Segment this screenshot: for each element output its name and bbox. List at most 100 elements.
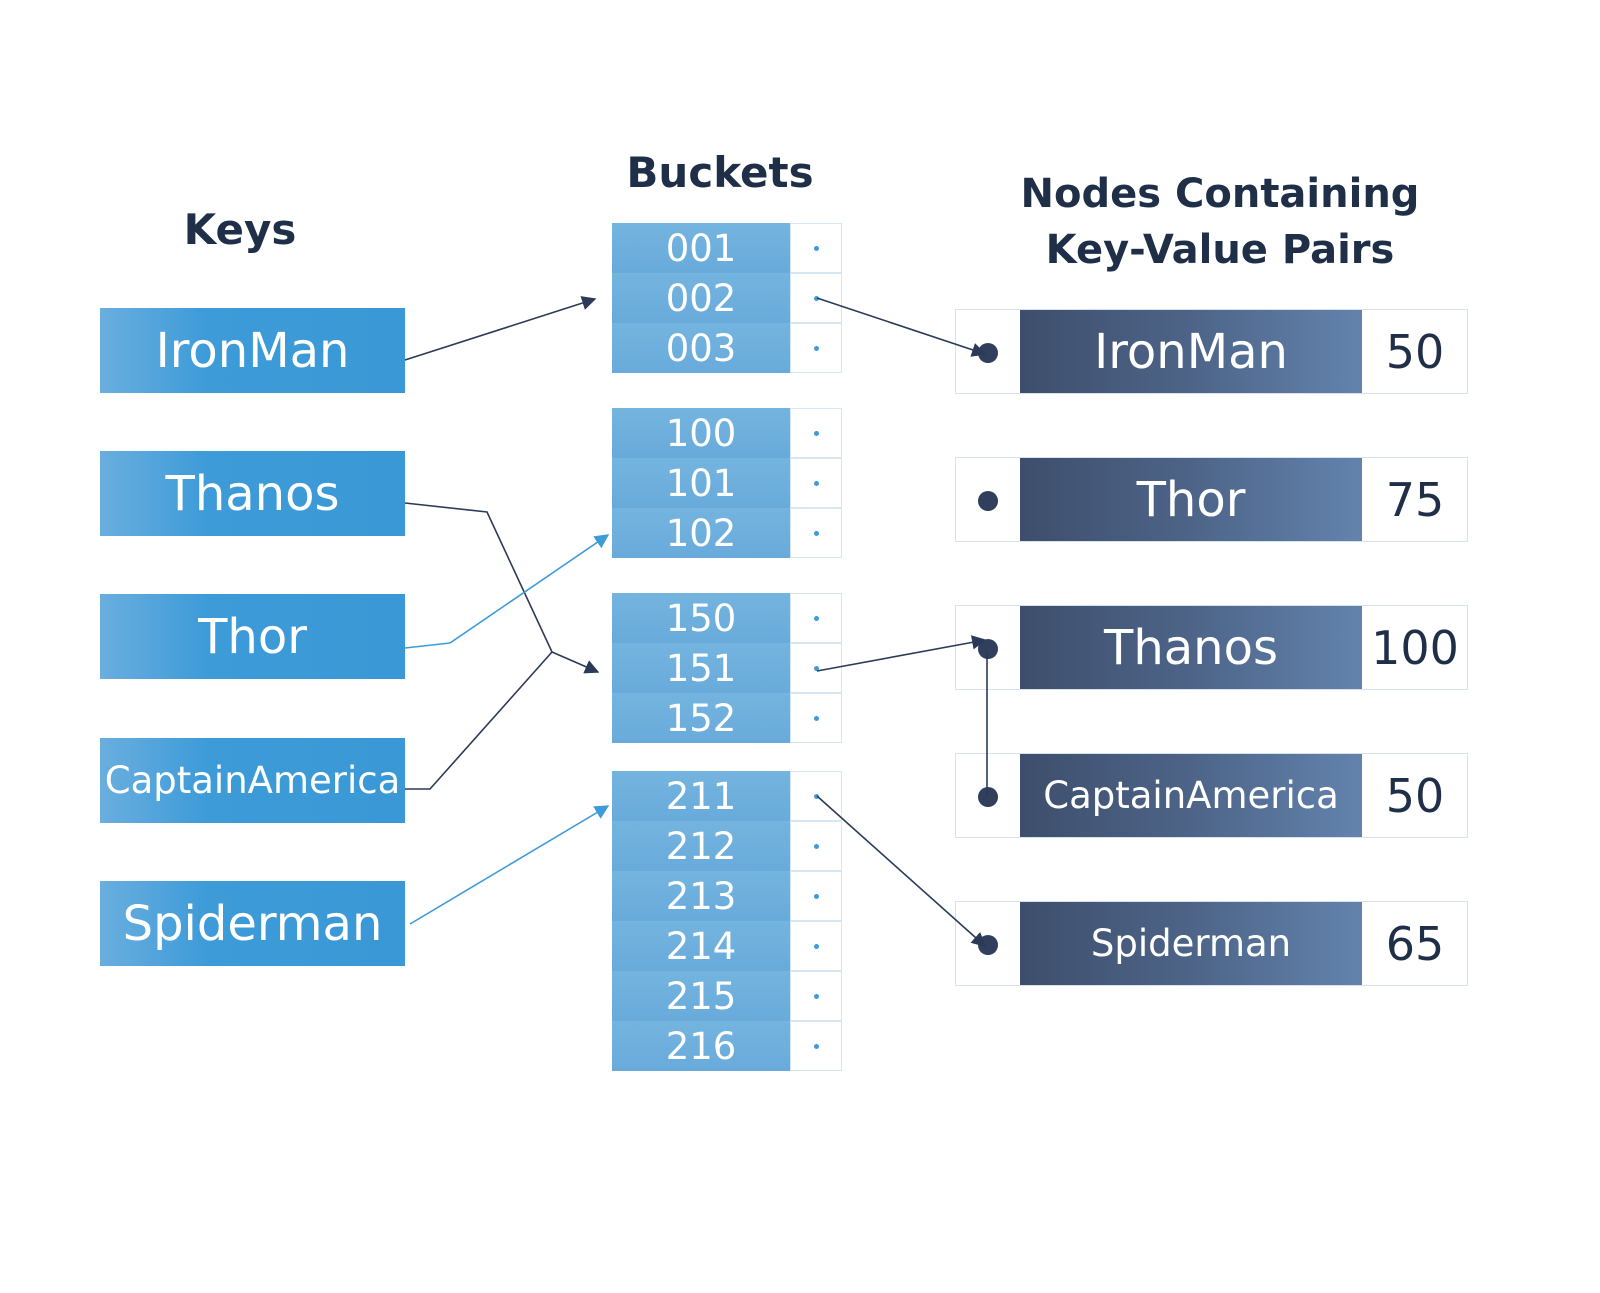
pointer-dot-icon <box>814 531 819 536</box>
bucket-index: 214 <box>612 921 790 971</box>
bucket-pointer-cell <box>790 693 842 743</box>
bucket-index: 215 <box>612 971 790 1021</box>
bucket-pointer-cell <box>790 408 842 458</box>
link-ironman-to-bucket <box>404 296 597 361</box>
pointer-dot-icon <box>814 346 819 351</box>
bucket-pointer-cell <box>790 273 842 323</box>
bucket-pointer-cell <box>790 508 842 558</box>
link-spiderman-to-bucket <box>409 805 610 925</box>
bucket-pointer-cell <box>790 971 842 1021</box>
pointer-dot-icon <box>814 481 819 486</box>
bucket-row: 216 <box>612 1021 842 1071</box>
bucket-index: 102 <box>612 508 790 558</box>
node-value: 100 <box>1371 620 1459 675</box>
bucket-group-4: 211 212 213 214 215 216 <box>612 771 842 1071</box>
bucket-pointer-cell <box>790 921 842 971</box>
bucket-row: 211 <box>612 771 842 821</box>
pointer-dot-icon <box>814 431 819 436</box>
bucket-index: 001 <box>612 223 790 273</box>
bucket-pointer-cell <box>790 871 842 921</box>
pointer-dot-icon <box>814 716 819 721</box>
pointer-dot-icon <box>814 1044 819 1049</box>
bucket-index: 002 <box>612 273 790 323</box>
node-spiderman: Spiderman 65 <box>955 901 1468 986</box>
pointer-dot-icon <box>814 844 819 849</box>
pointer-dot-icon <box>814 944 819 949</box>
bucket-pointer-cell <box>790 643 842 693</box>
node-pointer-dot-icon <box>978 787 998 807</box>
bucket-pointer-cell <box>790 458 842 508</box>
bucket-pointer-cell <box>790 223 842 273</box>
node-pointer-dot-icon <box>978 935 998 955</box>
pointer-dot-icon <box>814 246 819 251</box>
keys-heading: Keys <box>183 205 297 254</box>
bucket-row: 212 <box>612 821 842 871</box>
bucket-row: 152 <box>612 693 842 743</box>
nodes-heading-line1: Nodes Containing <box>1020 171 1420 217</box>
node-captainamerica: CaptainAmerica 50 <box>955 753 1468 838</box>
node-key: Spiderman <box>1020 902 1362 985</box>
bucket-group-3: 150 151 152 <box>612 593 842 743</box>
node-ironman: IronMan 50 <box>955 309 1468 394</box>
buckets-heading: Buckets <box>626 148 814 197</box>
node-pointer-dot-icon <box>978 491 998 511</box>
bucket-pointer-cell <box>790 771 842 821</box>
pointer-dot-icon <box>814 794 819 799</box>
node-thanos: Thanos 100 <box>955 605 1468 690</box>
node-value: 50 <box>1385 324 1445 379</box>
bucket-row: 100 <box>612 408 842 458</box>
bucket-index: 101 <box>612 458 790 508</box>
key-box-thor: Thor <box>100 594 405 679</box>
node-thor: Thor 75 <box>955 457 1468 542</box>
bucket-row: 151 <box>612 643 842 693</box>
pointer-dot-icon <box>814 894 819 899</box>
key-box-thanos: Thanos <box>100 451 405 536</box>
node-pointer-dot-icon <box>978 639 998 659</box>
bucket-row: 214 <box>612 921 842 971</box>
link-thanos-to-bucket <box>404 502 600 674</box>
bucket-index: 150 <box>612 593 790 643</box>
bucket-group-2: 100 101 102 <box>612 408 842 558</box>
key-box-spiderman: Spiderman <box>100 881 405 966</box>
node-value: 75 <box>1385 472 1445 527</box>
node-key: IronMan <box>1020 310 1362 393</box>
pointer-dot-icon <box>814 994 819 999</box>
bucket-row: 001 <box>612 223 842 273</box>
bucket-row: 101 <box>612 458 842 508</box>
pointer-dot-icon <box>814 666 819 671</box>
bucket-index: 211 <box>612 771 790 821</box>
node-pointer-dot-icon <box>978 343 998 363</box>
node-key: Thor <box>1020 458 1362 541</box>
bucket-row: 150 <box>612 593 842 643</box>
bucket-index: 003 <box>612 323 790 373</box>
pointer-dot-icon <box>814 296 819 301</box>
node-value: 65 <box>1385 916 1445 971</box>
bucket-index: 152 <box>612 693 790 743</box>
bucket-pointer-cell <box>790 1021 842 1071</box>
nodes-heading-line2: Key-Value Pairs <box>1045 227 1395 273</box>
key-box-ironman: IronMan <box>100 308 405 393</box>
bucket-row: 102 <box>612 508 842 558</box>
link-thor-to-bucket <box>404 534 610 649</box>
bucket-index: 212 <box>612 821 790 871</box>
nodes-heading: Nodes Containing Key-Value Pairs <box>1000 166 1440 278</box>
bucket-group-1: 001 002 003 <box>612 223 842 373</box>
pointer-dot-icon <box>814 616 819 621</box>
bucket-index: 151 <box>612 643 790 693</box>
bucket-pointer-cell <box>790 323 842 373</box>
bucket-pointer-cell <box>790 821 842 871</box>
node-value: 50 <box>1385 768 1445 823</box>
key-box-captainamerica: CaptainAmerica <box>100 738 405 823</box>
bucket-row: 215 <box>612 971 842 1021</box>
bucket-row: 213 <box>612 871 842 921</box>
link-captainamerica-to-bucket <box>405 651 553 790</box>
bucket-index: 100 <box>612 408 790 458</box>
bucket-row: 003 <box>612 323 842 373</box>
bucket-pointer-cell <box>790 593 842 643</box>
bucket-index: 216 <box>612 1021 790 1071</box>
node-key: Thanos <box>1020 606 1362 689</box>
bucket-index: 213 <box>612 871 790 921</box>
bucket-row: 002 <box>612 273 842 323</box>
node-key: CaptainAmerica <box>1020 754 1362 837</box>
